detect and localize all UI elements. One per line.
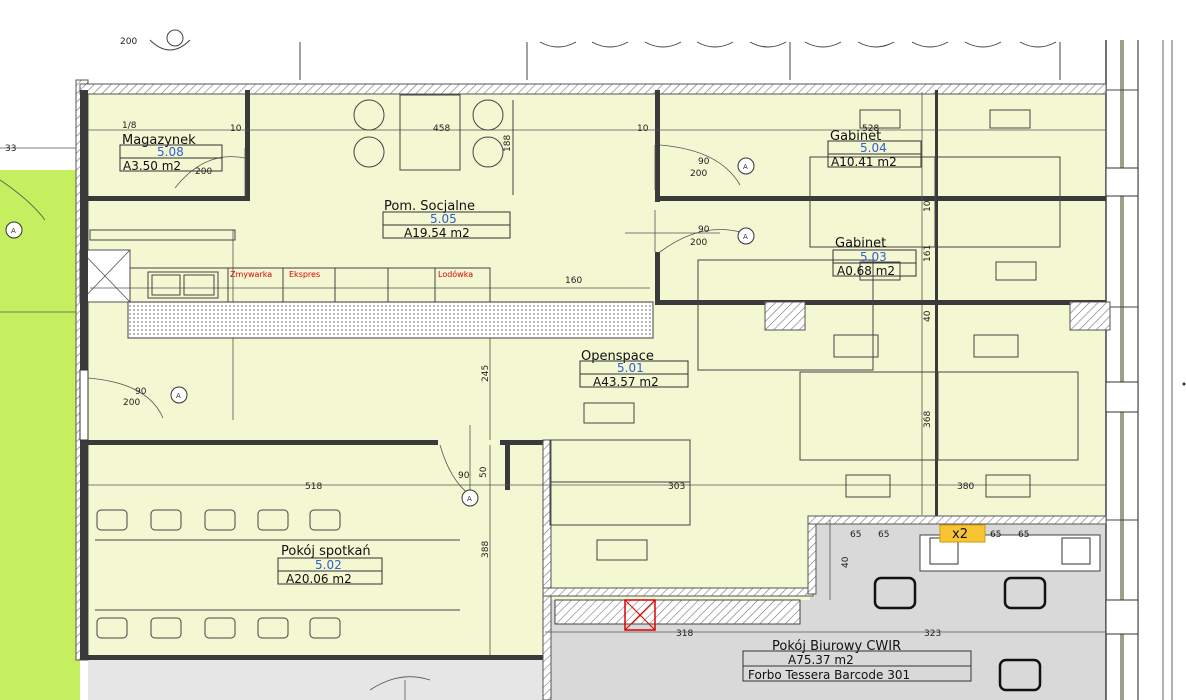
dim-33: 33	[5, 144, 16, 154]
svg-text:5.08: 5.08	[157, 145, 184, 159]
svg-text:A20.06 m2: A20.06 m2	[286, 572, 352, 586]
svg-text:Pokój Biurowy CWIR: Pokój Biurowy CWIR	[772, 639, 901, 654]
svg-text:Gabinet: Gabinet	[830, 129, 881, 144]
svg-text:Openspace: Openspace	[581, 349, 654, 364]
svg-text:A10.41 m2: A10.41 m2	[831, 155, 897, 169]
social-furniture	[89, 94, 654, 339]
room-label-cwir: Pokój Biurowy CWIR A75.37 m2 Forbo Tesse…	[742, 639, 972, 682]
room-label-socjalne: Pom. Socjalne 5.05 A19.54 m2	[382, 199, 511, 240]
room-label-gabinet-503: Gabinet 5.03 A0.68 m2	[832, 236, 917, 278]
svg-text:65: 65	[1018, 530, 1029, 540]
svg-text:528: 528	[862, 124, 879, 134]
svg-text:65: 65	[990, 530, 1001, 540]
svg-text:A3.50 m2: A3.50 m2	[123, 159, 181, 173]
svg-text:65: 65	[850, 530, 861, 540]
svg-text:40: 40	[923, 310, 933, 322]
meeting-chairs	[95, 509, 460, 639]
svg-text:A: A	[467, 495, 472, 503]
svg-text:200: 200	[690, 238, 707, 248]
svg-text:A: A	[11, 227, 16, 235]
svg-text:65: 65	[878, 530, 889, 540]
svg-text:Pom. Socjalne: Pom. Socjalne	[384, 199, 475, 214]
cwir-furniture: x2	[369, 524, 1101, 700]
top-edge-chairs	[149, 29, 1061, 80]
svg-text:Magazynek: Magazynek	[122, 133, 196, 148]
svg-text:200: 200	[120, 37, 137, 47]
svg-text:A43.57 m2: A43.57 m2	[593, 375, 659, 389]
svg-text:5.02: 5.02	[315, 558, 342, 572]
right-facade	[1105, 40, 1186, 700]
svg-text:458: 458	[433, 124, 450, 134]
svg-text:5.05: 5.05	[430, 212, 457, 226]
svg-text:Forbo Tessera Barcode 301: Forbo Tessera Barcode 301	[748, 668, 910, 682]
svg-text:A0.68 m2: A0.68 m2	[837, 264, 895, 278]
svg-text:323: 323	[924, 629, 941, 639]
label-ekspres: Ekspres	[289, 270, 320, 279]
svg-text:50: 50	[479, 466, 489, 478]
svg-text:90: 90	[698, 225, 710, 235]
quantity-badge: x2	[952, 527, 968, 542]
svg-text:1/8: 1/8	[122, 121, 137, 131]
doors	[87, 144, 741, 496]
svg-text:90: 90	[458, 471, 470, 481]
svg-text:200: 200	[123, 398, 140, 408]
room-label-magazynek: Magazynek 5.08 A3.50 m2	[119, 133, 223, 173]
door-tags: A A A A A	[11, 157, 755, 507]
svg-text:A: A	[743, 233, 748, 241]
svg-text:10: 10	[923, 200, 933, 212]
corridor-strip	[0, 170, 80, 700]
svg-text:380: 380	[957, 482, 974, 492]
svg-text:518: 518	[305, 482, 322, 492]
label-lodowka: Lodówka	[438, 269, 473, 279]
svg-text:90: 90	[698, 157, 710, 167]
walls	[79, 83, 1111, 700]
svg-text:5.01: 5.01	[617, 361, 644, 375]
room-label-spotkan: Pokój spotkań 5.02 A20.06 m2	[277, 544, 383, 586]
room-label-openspace: Openspace 5.01 A43.57 m2	[579, 349, 689, 389]
svg-text:161: 161	[923, 245, 933, 262]
svg-text:10: 10	[230, 124, 242, 134]
svg-text:Gabinet: Gabinet	[835, 236, 886, 251]
svg-text:200: 200	[195, 167, 212, 177]
label-zmywarka: Zmywarka	[230, 270, 272, 279]
svg-text:5.04: 5.04	[860, 141, 887, 155]
svg-text:200: 200	[690, 169, 707, 179]
svg-text:Pokój spotkań: Pokój spotkań	[281, 544, 371, 559]
svg-text:10: 10	[637, 124, 649, 134]
svg-text:318: 318	[676, 629, 693, 639]
svg-text:A: A	[176, 392, 181, 400]
svg-text:40: 40	[841, 556, 851, 568]
svg-text:A75.37 m2: A75.37 m2	[788, 653, 854, 667]
svg-text:160: 160	[565, 276, 582, 286]
gabinet-furniture	[549, 109, 1079, 561]
kitchen-labels: Zmywarka Ekspres Lodówka	[230, 269, 473, 279]
svg-text:90: 90	[135, 387, 147, 397]
svg-text:188: 188	[503, 135, 513, 152]
svg-text:245: 245	[481, 365, 491, 382]
dimension-labels: 1/8 10 458 10 528 160 518 303 380 323 31…	[120, 37, 1029, 639]
svg-text:303: 303	[668, 482, 685, 492]
svg-text:5.03: 5.03	[860, 250, 887, 264]
grey-strip-bottom	[88, 660, 548, 700]
svg-text:A: A	[743, 163, 748, 171]
svg-text:368: 368	[923, 411, 933, 428]
svg-text:A19.54 m2: A19.54 m2	[404, 226, 470, 240]
room-label-gabinet-504: Gabinet 5.04 A10.41 m2	[827, 129, 922, 169]
svg-text:388: 388	[481, 541, 491, 558]
